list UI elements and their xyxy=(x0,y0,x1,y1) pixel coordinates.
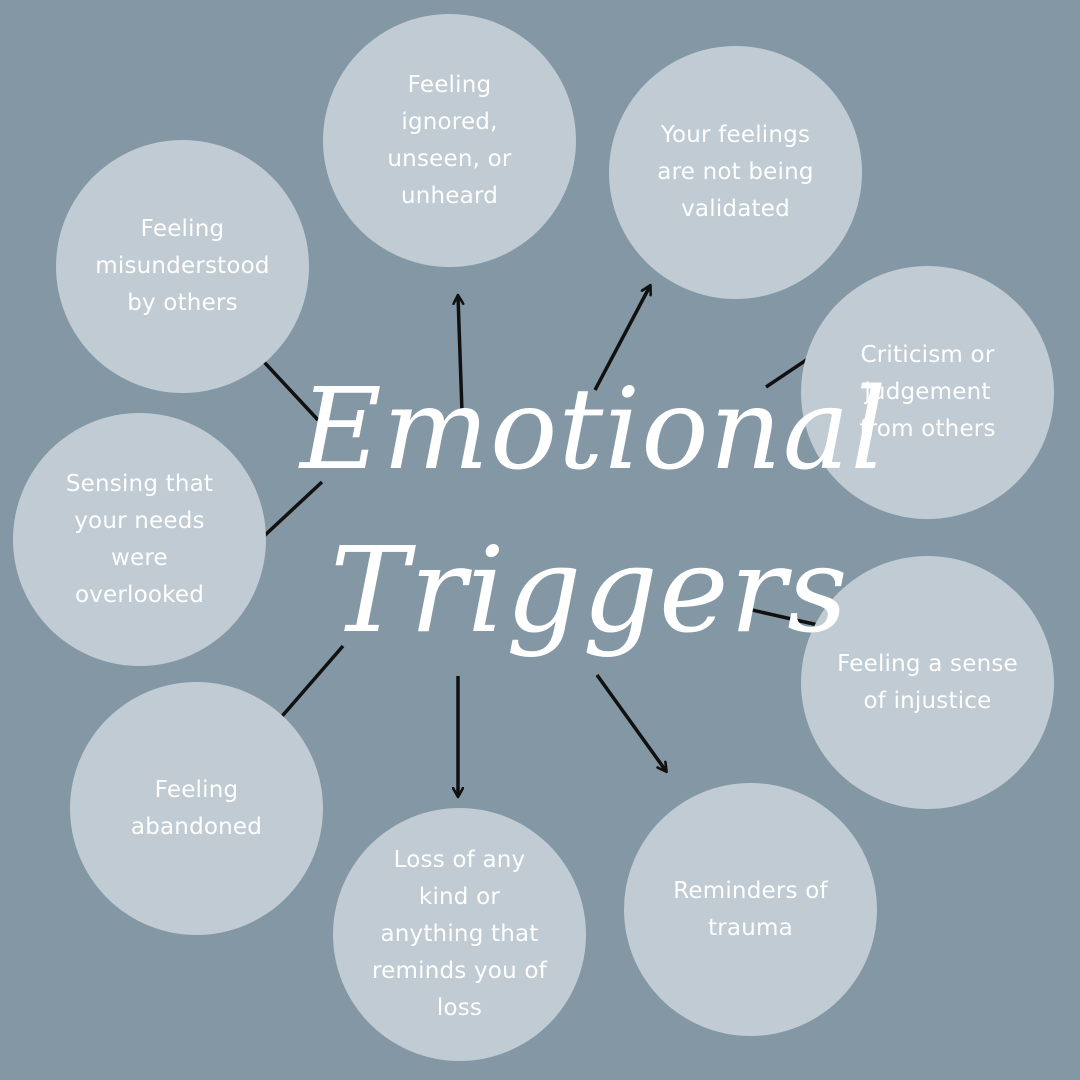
trigger-bubble-misunderstood: Feeling misunderstood by others xyxy=(56,140,309,393)
title-triggers: Triggers xyxy=(330,521,849,659)
trigger-label: Sensing that your needs were overlooked xyxy=(65,470,214,608)
trigger-bubble-criticism: Criticism or judgement from others xyxy=(801,266,1054,519)
trigger-bubble-overlooked: Sensing that your needs were overlooked xyxy=(13,413,266,666)
trigger-bubble-validated: Your feelings are not being validated xyxy=(609,46,862,299)
arrow-to-trauma xyxy=(595,673,666,771)
trigger-label: Feeling abandoned xyxy=(130,776,263,840)
trigger-label: Your feelings are not being validated xyxy=(657,122,814,222)
trigger-label: Reminders of trauma xyxy=(673,877,828,941)
trigger-label: Criticism or judgement from others xyxy=(859,342,996,442)
trigger-label: Feeling a sense of injustice xyxy=(837,650,1018,714)
trigger-bubble-loss: Loss of any kind or anything that remind… xyxy=(333,808,586,1061)
trigger-label: Loss of any kind or anything that remind… xyxy=(372,847,547,1021)
title-emotional: Emotional xyxy=(300,365,888,495)
trigger-bubble-trauma: Reminders of trauma xyxy=(624,783,877,1036)
arrow-to-validated xyxy=(593,286,650,391)
arrow-to-ignored xyxy=(458,296,462,413)
trigger-label: Feeling ignored, unseen, or unheard xyxy=(387,71,512,209)
trigger-bubble-abandoned: Feeling abandoned xyxy=(70,682,323,935)
trigger-bubble-injustice: Feeling a sense of injustice xyxy=(801,556,1054,809)
trigger-bubble-ignored: Feeling ignored, unseen, or unheard xyxy=(323,14,576,267)
trigger-label: Feeling misunderstood by others xyxy=(95,216,270,316)
